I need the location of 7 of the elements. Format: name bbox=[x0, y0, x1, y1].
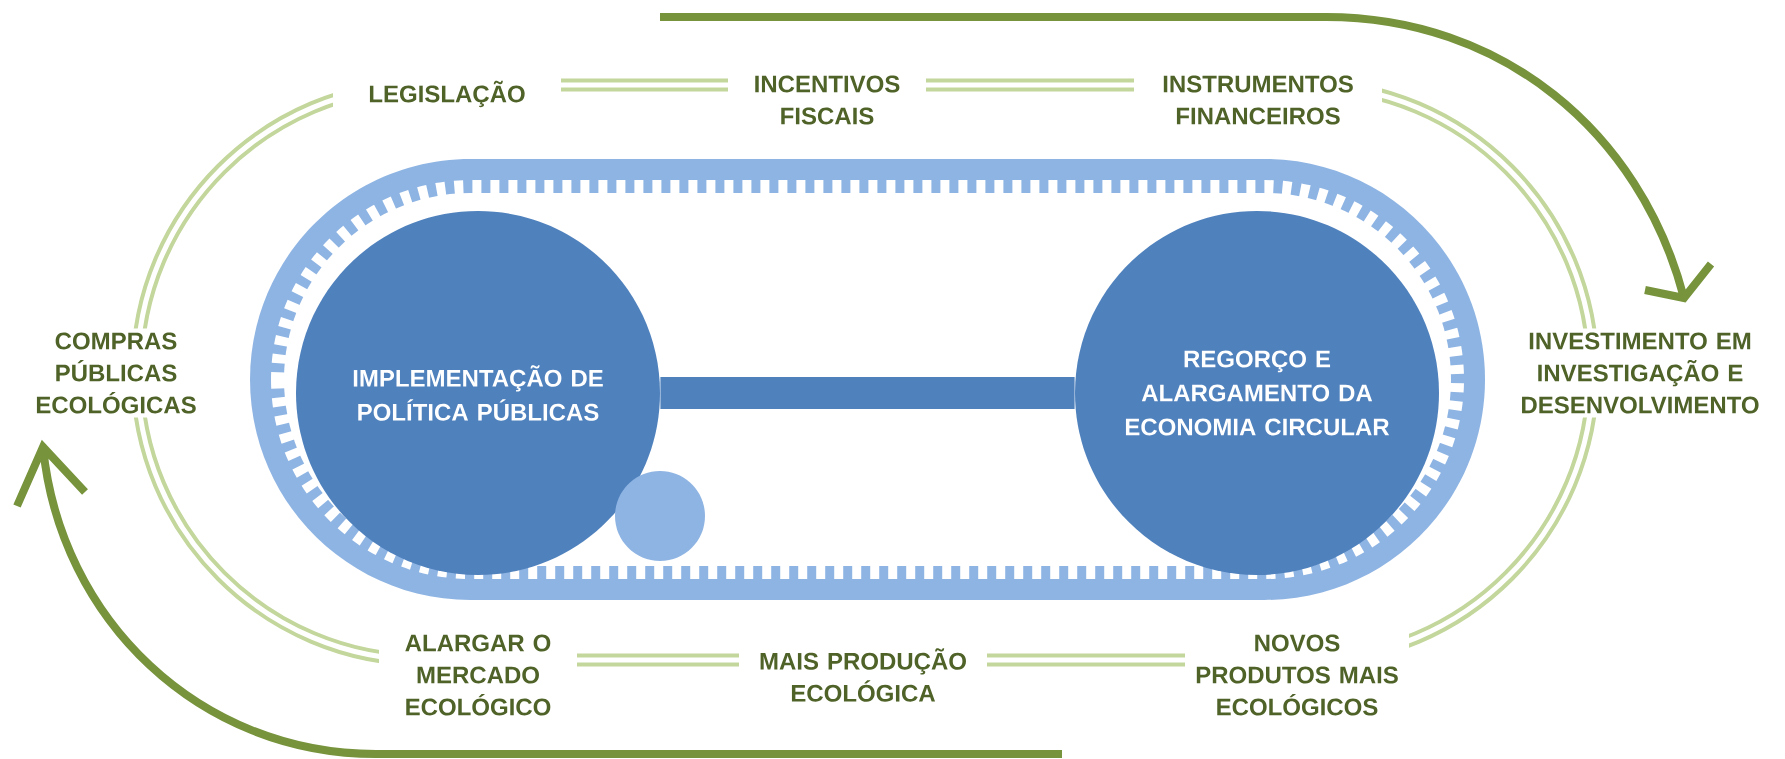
track-label: COMPRAS PÚBLICAS ECOLÓGICAS bbox=[17, 328, 215, 418]
track-label: NOVOS PRODUTOS MAIS ECOLÓGICOS bbox=[1185, 630, 1409, 720]
track-label: INVESTIMENTO EM INVESTIGAÇÃO E DESENVOLVIMENTO bbox=[1501, 328, 1779, 418]
track-label: INCENTIVOS FISCAIS bbox=[728, 71, 926, 129]
connector-bar bbox=[660, 377, 1075, 409]
track-label: INSTRUMENTOS FINANCEIROS bbox=[1134, 71, 1382, 129]
track-label: LEGISLAÇÃO bbox=[333, 76, 561, 112]
